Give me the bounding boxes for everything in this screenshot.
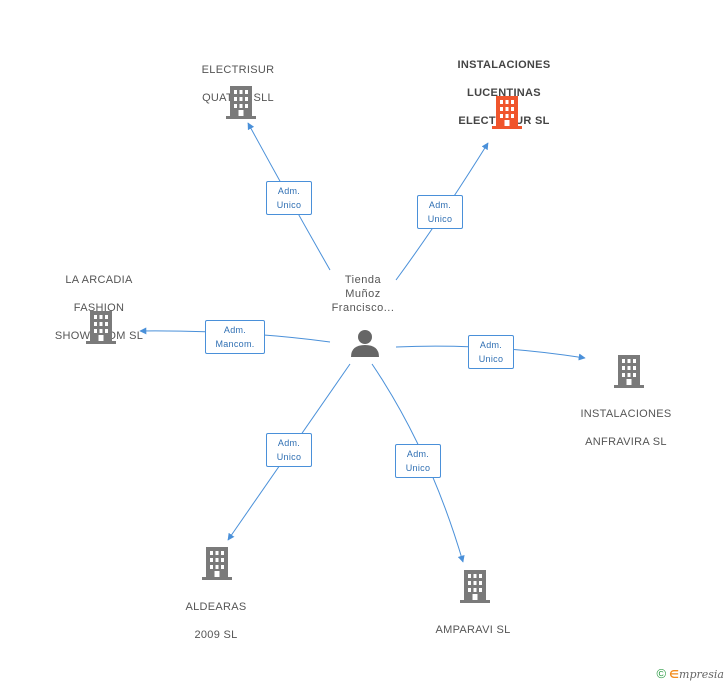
role-line: Unico [276,200,302,210]
role-line: Adm. [223,325,247,335]
role-line: Adm. [406,449,430,459]
role-badge-amparavi[interactable]: Adm. Unico [395,444,441,478]
role-line: Unico [478,354,504,364]
company-label-amparavi[interactable]: AMPARAVI SL [420,609,526,637]
role-line: Adm. [277,438,301,448]
label-line: LA ARCADIA [65,274,133,286]
brand-initial: ∈ [669,669,680,681]
building-icon[interactable] [202,547,232,580]
role-line: Adm. [428,200,452,210]
role-line: Mancom. [215,339,255,349]
building-icon-highlighted[interactable] [492,96,522,129]
center-name-line-3: Francisco... [331,302,395,314]
center-person-name[interactable]: Tienda Muñoz Francisco... [318,273,408,315]
label-line: 2009 SL [194,629,238,641]
label-line: ANFRAVIRA SL [585,436,667,448]
role-badge-aldearas[interactable]: Adm. Unico [266,433,312,467]
role-badge-instalaciones-anfravira[interactable]: Adm. Unico [468,335,514,369]
label-line: ALDEARAS [185,601,247,613]
building-icon[interactable] [614,355,644,388]
role-line: Adm. [277,186,301,196]
role-line: Unico [427,214,453,224]
label-line: INSTALACIONES [457,59,551,71]
building-icon[interactable] [86,311,116,344]
role-line: Adm. [479,340,503,350]
label-line: AMPARAVI SL [435,624,511,636]
label-line: INSTALACIONES [580,408,672,420]
role-badge-la-arcadia[interactable]: Adm. Mancom. [205,320,265,354]
footer-brand: © ∈mpresia [657,666,725,681]
copyright-icon: © [656,666,667,681]
brand-name: mpresia [679,668,724,681]
role-line: Unico [276,452,302,462]
center-name-line-1: Tienda [344,274,382,286]
role-badge-instalaciones-lucentinas[interactable]: Adm. Unico [417,195,463,229]
company-label-instalaciones-anfravira[interactable]: INSTALACIONES ANFRAVIRA SL [570,393,682,449]
center-name-line-2: Muñoz [345,288,381,300]
role-badge-electrisur-quatro[interactable]: Adm. Unico [266,181,312,215]
label-line: ELECTRISUR [201,64,275,76]
company-label-aldearas[interactable]: ALDEARAS 2009 SL [168,586,264,642]
label-line: LUCENTINAS [467,87,541,99]
building-icon[interactable] [226,86,256,119]
role-line: Unico [405,463,431,473]
person-icon[interactable] [350,329,380,357]
building-icon[interactable] [460,570,490,603]
